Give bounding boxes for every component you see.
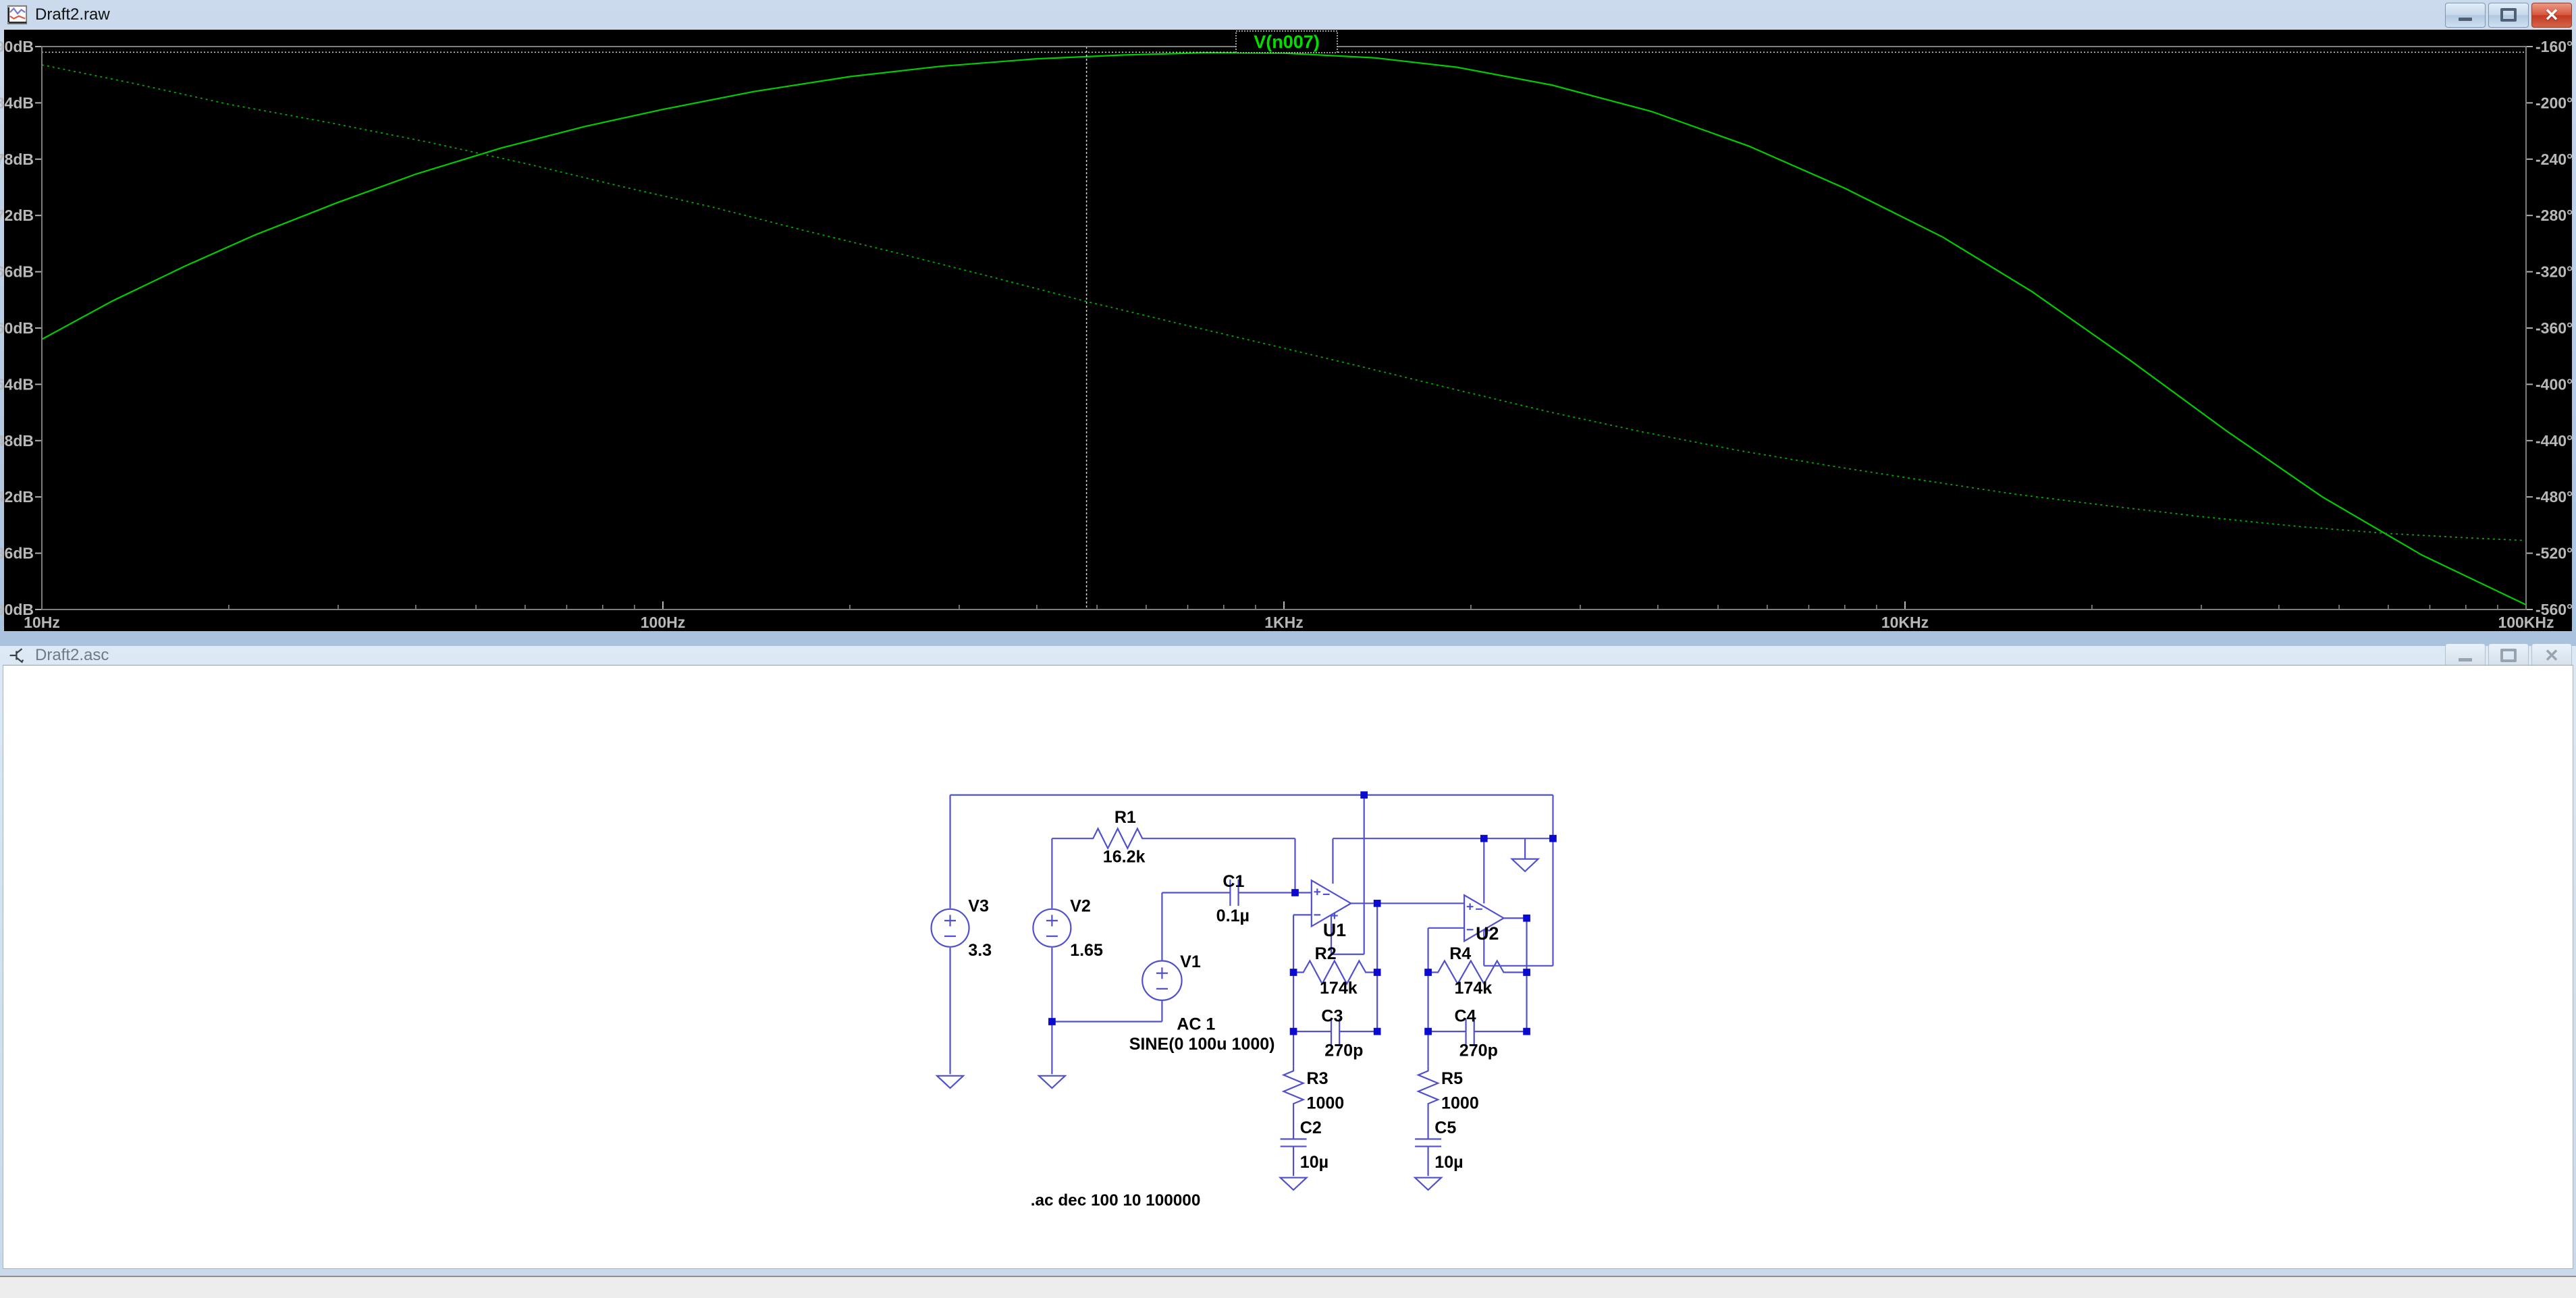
value-c5: 10µ [1434,1153,1463,1172]
label-r5: R5 [1441,1069,1463,1088]
value-r3: 1000 [1307,1093,1345,1112]
resistor-r1 [1086,829,1157,848]
value-v1-sine: SINE(0 100u 1000) [1129,1035,1275,1054]
label-v3: V3 [968,896,989,915]
ground-icon [1415,1178,1441,1190]
waveform-titlebar[interactable]: Draft2.raw ✕ [0,0,2576,30]
label-r3: R3 [1307,1069,1329,1088]
close-icon: ✕ [2544,6,2559,24]
label-c1: C1 [1223,872,1244,891]
window-title: Draft2.raw [35,5,110,24]
minimize-button[interactable] [2445,643,2486,668]
waveform-icon [7,4,28,26]
label-v1: V1 [1180,952,1201,971]
value-v2: 1.65 [1070,941,1103,960]
value-v1-ac: AC 1 [1177,1015,1215,1034]
app-background-strip [0,1276,2576,1298]
x-tick-label: 100KHz [2498,614,2554,631]
resistor-r3 [1283,1066,1303,1108]
label-c4: C4 [1455,1007,1476,1026]
spice-directive: .ac dec 100 10 100000 [1031,1191,1201,1210]
label-u1: U1 [1323,920,1346,940]
label-u2: U2 [1476,923,1499,944]
waveform-window: Draft2.raw ✕ 90dB 84dB 78dB 72dB 66dB 60dB 54d… [0,0,2576,646]
ground-icon [1039,1076,1065,1088]
value-c2: 10µ [1300,1153,1329,1172]
schematic-titlebar[interactable]: Draft2.asc ✕ [0,646,2576,665]
schematic-window: Draft2.asc ✕ [0,646,2576,1276]
y-right-tick-label: -360° [2535,319,2573,337]
y-right-tick-label: -200° [2535,94,2573,111]
y-right-tick-label: -440° [2535,432,2573,450]
ground-icon [1281,1178,1307,1190]
maximize-icon [2500,8,2517,22]
plot-background [4,30,2572,631]
minimize-icon [2459,18,2472,21]
close-icon: ✕ [2544,647,2559,664]
minimize-icon [2459,658,2472,661]
y-left-tick-label: 42dB [0,488,34,506]
y-right-tick-label: -320° [2535,263,2573,281]
x-tick-label: 1KHz [1264,614,1304,631]
y-right-tick-label: -400° [2535,375,2573,393]
maximize-button[interactable] [2488,643,2529,668]
label-c5: C5 [1434,1118,1456,1137]
value-c3: 270p [1324,1042,1363,1060]
x-tick-label: 10Hz [24,614,60,631]
y-left-tick-label: 60dB [0,319,34,337]
y-left-tick-label: 84dB [0,94,34,111]
maximize-icon [2500,649,2517,662]
y-right-tick-label: -160° [2535,38,2573,55]
source-v2 [1033,909,1071,947]
ground-icon [937,1076,963,1088]
value-c4: 270p [1459,1042,1498,1060]
window-title: Draft2.asc [35,646,109,665]
schematic-icon [7,645,28,666]
y-right-tick-label: -520° [2535,545,2573,562]
maximize-button[interactable] [2488,3,2529,28]
y-left-tick-label: 54dB [0,375,34,393]
label-v2: V2 [1070,896,1091,915]
close-button[interactable]: ✕ [2531,3,2572,28]
x-tick-label: 100Hz [641,614,685,631]
legend-label[interactable]: V(n007) [1254,32,1320,52]
schematic-canvas[interactable]: V3 3.3 V2 1.65 V1 AC 1 SINE(0 100u 1000)… [3,665,2573,1269]
bode-plot[interactable]: 90dB 84dB 78dB 72dB 66dB 60dB 54dB 48dB 42dB 36dB… [0,30,2576,631]
value-v3: 3.3 [968,941,992,960]
source-v3 [932,909,969,947]
x-tick-label: 10KHz [1881,614,1929,631]
label-r2: R2 [1315,944,1337,963]
label-c2: C2 [1300,1118,1322,1137]
capacitor-c2 [1281,1139,1307,1146]
value-r2: 174k [1320,979,1358,998]
y-right-tick-label: -240° [2535,151,2573,168]
y-left-tick-label: 78dB [0,151,34,168]
y-left-tick-label: 48dB [0,432,34,450]
y-left-tick-label: 36dB [0,545,34,562]
source-v1 [1142,961,1181,1000]
close-button[interactable]: ✕ [2531,643,2572,668]
value-r4: 174k [1455,979,1493,998]
schematic-drawing: V3 3.3 V2 1.65 V1 AC 1 SINE(0 100u 1000)… [3,666,2574,1268]
y-left-tick-label: 90dB [0,38,34,55]
y-right-tick-label: -480° [2535,488,2573,506]
capacitor-c5 [1415,1139,1441,1146]
label-c3: C3 [1321,1007,1343,1026]
label-r1: R1 [1115,808,1136,827]
value-r5: 1000 [1441,1093,1479,1112]
ground-icon [1512,859,1538,871]
label-r4: R4 [1449,944,1471,963]
resistor-r5 [1418,1066,1438,1108]
minimize-button[interactable] [2445,3,2486,28]
y-right-tick-label: -280° [2535,207,2573,224]
schematic-labels[interactable]: V3 3.3 V2 1.65 V1 AC 1 SINE(0 100u 1000)… [968,808,1499,1210]
value-r1: 16.2k [1103,847,1146,866]
y-left-tick-label: 72dB [0,207,34,224]
value-c1: 0.1µ [1216,907,1250,925]
y-left-tick-label: 66dB [0,263,34,281]
